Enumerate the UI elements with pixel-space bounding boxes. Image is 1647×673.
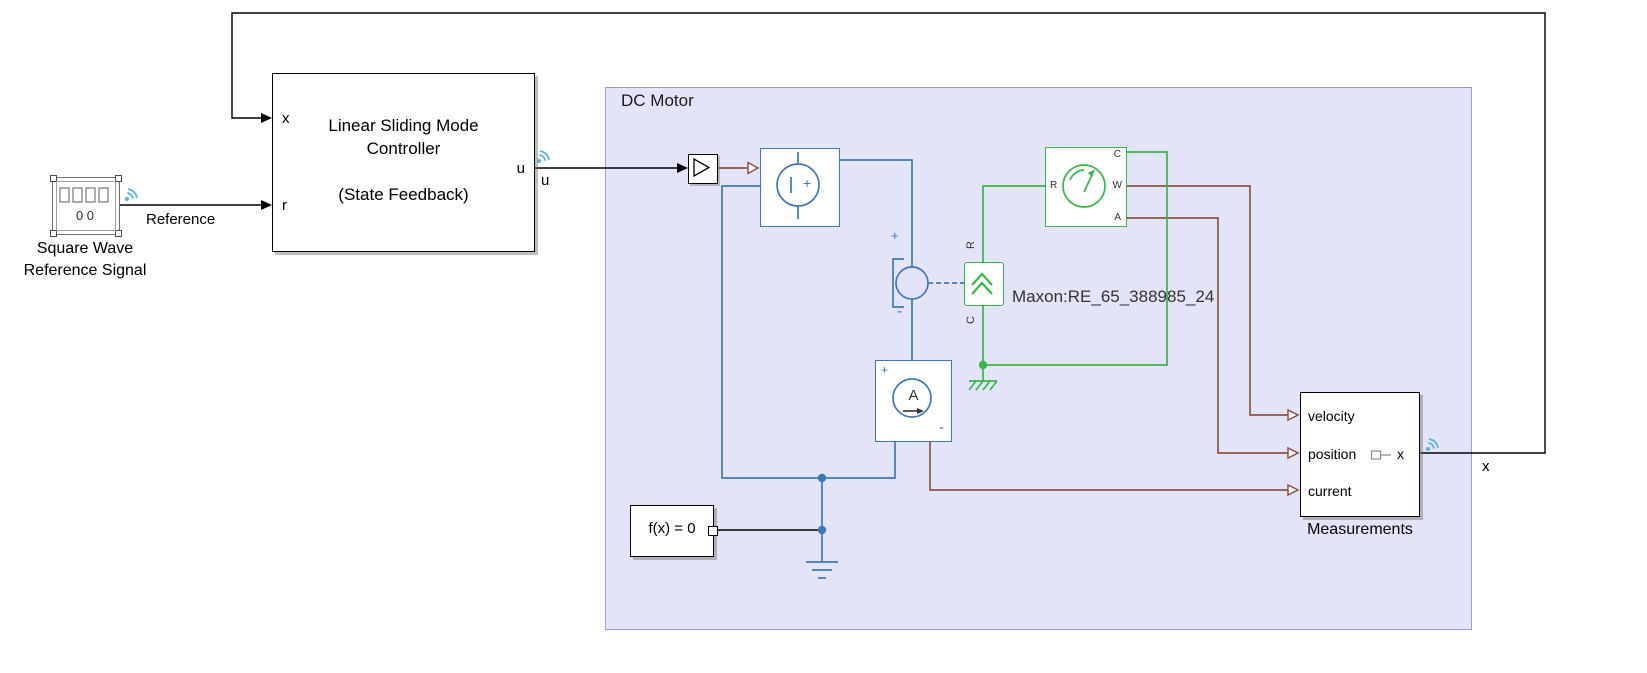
motor-port-r: R bbox=[965, 241, 977, 249]
measurements-block[interactable]: velocity position current x bbox=[1300, 392, 1420, 517]
arrowhead-icon bbox=[261, 113, 272, 123]
rotation-gauge-icon bbox=[1062, 164, 1106, 208]
square-wave-values: 0 0 bbox=[75, 208, 95, 223]
controller-subtitle: (State Feedback) bbox=[338, 185, 469, 204]
dc-motor-icon[interactable] bbox=[892, 258, 964, 308]
wire-position[interactable] bbox=[1125, 217, 1288, 454]
ps-arrowhead-icon bbox=[1287, 446, 1300, 460]
selection-handle[interactable] bbox=[50, 230, 57, 237]
selection-handle[interactable] bbox=[50, 175, 57, 182]
ps-converter-icon bbox=[693, 157, 711, 178]
sensor-port-r: R bbox=[1050, 180, 1058, 191]
wire-x-feedback[interactable] bbox=[231, 12, 1546, 454]
wire-electrical-return[interactable] bbox=[721, 185, 896, 479]
electrical-ground-icon[interactable] bbox=[806, 561, 838, 579]
measurements-caption: Measurements bbox=[1307, 521, 1413, 538]
signal-logging-badge-icon[interactable] bbox=[1426, 438, 1439, 451]
junction-dot bbox=[817, 525, 827, 535]
dc-motor-subsystem-region[interactable] bbox=[605, 87, 1472, 630]
signal-logging-badge-icon[interactable] bbox=[125, 188, 138, 201]
motor-parameter-label: Maxon:RE_65_388985_24 bbox=[1012, 287, 1215, 306]
source-plus-sign: + bbox=[803, 175, 812, 191]
controller-title-line1: Linear Sliding Mode bbox=[328, 116, 479, 135]
measurements-port-current: current bbox=[1308, 483, 1352, 499]
ammeter-letter: A bbox=[908, 387, 919, 404]
wire-case-return[interactable] bbox=[983, 151, 1168, 366]
signal-label-reference: Reference bbox=[146, 211, 216, 228]
mechanical-ground-icon[interactable] bbox=[968, 380, 998, 391]
signal-logging-badge-icon[interactable] bbox=[537, 150, 550, 163]
signal-label-u: u bbox=[541, 172, 550, 189]
controller-port-r: r bbox=[282, 197, 287, 214]
controlled-source-block[interactable]: + bbox=[760, 148, 840, 227]
sensor-port-c: C bbox=[1113, 149, 1121, 160]
measurements-port-position: position bbox=[1308, 446, 1357, 462]
ps-arrowhead-icon bbox=[1287, 483, 1300, 497]
motor-plus-sign: + bbox=[891, 228, 899, 243]
wire-current[interactable] bbox=[929, 440, 1288, 491]
square-wave-icon bbox=[59, 187, 109, 203]
wire-velocity[interactable] bbox=[1125, 185, 1288, 416]
region-title: DC Motor bbox=[621, 91, 694, 110]
ammeter-plus-sign: + bbox=[881, 363, 889, 377]
source-icon bbox=[776, 152, 820, 219]
controller-port-x: x bbox=[282, 110, 290, 127]
measurements-port-x: x bbox=[1397, 446, 1404, 462]
square-wave-caption-line1: Square Wave bbox=[36, 240, 134, 257]
current-sensor-block[interactable]: A + - bbox=[875, 360, 952, 442]
arrowhead-icon bbox=[677, 163, 688, 173]
wire-shaft-r[interactable] bbox=[982, 185, 1045, 262]
ps-converter-block[interactable] bbox=[688, 154, 718, 184]
square-wave-inner-frame: 0 0 bbox=[56, 181, 116, 231]
solver-label: f(x) = 0 bbox=[648, 520, 696, 537]
selection-handle[interactable] bbox=[115, 230, 122, 237]
solver-configuration-block[interactable]: f(x) = 0 bbox=[630, 505, 718, 557]
controller-port-u: u bbox=[516, 160, 525, 177]
shaft-chevron-block[interactable] bbox=[964, 262, 1004, 306]
selection-handle[interactable] bbox=[115, 175, 122, 182]
controller-title-line2: Controller bbox=[366, 139, 441, 158]
wire-source-positive[interactable] bbox=[838, 159, 913, 267]
measurements-port-velocity: velocity bbox=[1308, 408, 1355, 424]
solver-port bbox=[708, 526, 718, 536]
arrowhead-icon bbox=[261, 200, 272, 210]
motion-sensor-block[interactable]: R C W A bbox=[1045, 147, 1127, 227]
junction-dot bbox=[817, 473, 827, 483]
signal-label-x: x bbox=[1482, 458, 1490, 475]
ps-arrowhead-icon bbox=[1287, 408, 1300, 422]
square-wave-caption-line2: Reference Signal bbox=[23, 262, 147, 279]
shaft-chevron-icon bbox=[971, 272, 993, 295]
square-wave-source-block[interactable]: 0 0 bbox=[50, 175, 122, 237]
ammeter-icon bbox=[892, 378, 932, 418]
junction-dot bbox=[978, 360, 988, 370]
sensor-port-w: W bbox=[1112, 180, 1122, 191]
motor-minus-sign: - bbox=[897, 303, 902, 320]
sensor-port-a: A bbox=[1114, 212, 1121, 223]
signal-tap-icon bbox=[1371, 450, 1391, 460]
ps-arrowhead-icon bbox=[747, 161, 760, 175]
motor-port-c: C bbox=[965, 316, 977, 324]
ammeter-minus-sign: - bbox=[939, 419, 944, 436]
controller-block[interactable]: Linear Sliding Mode Controller (State Fe… bbox=[272, 73, 535, 252]
